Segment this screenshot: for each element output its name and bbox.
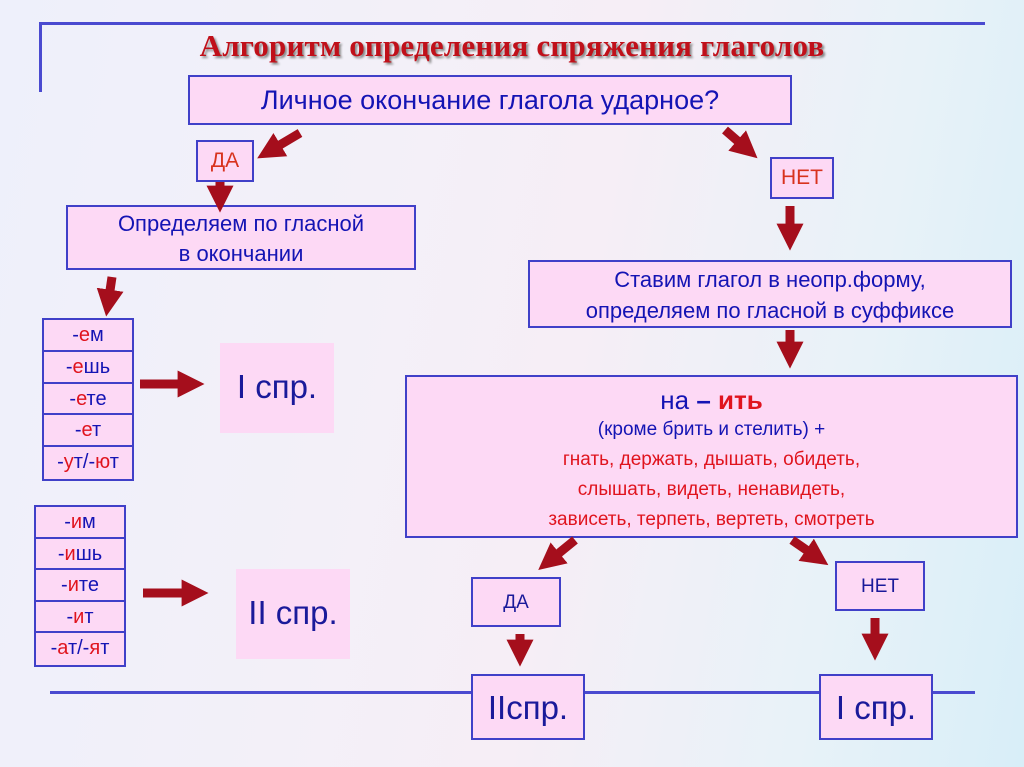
rule-yes-label: ДА <box>503 592 529 613</box>
ending-part: м <box>90 324 104 346</box>
rule-no-result: I спр. <box>835 689 917 726</box>
ending-part: - <box>50 637 58 660</box>
ending-part: - <box>74 419 82 442</box>
rule-no-label: НЕТ <box>861 576 899 597</box>
first-conjugation-ending-row: -ут/-ют <box>44 447 132 479</box>
ending-vowel: а <box>57 637 68 660</box>
second-conjugation-ending-row: -ите <box>36 570 124 602</box>
arrow-rule-to-yes <box>538 536 578 570</box>
arrow-question-to-no <box>722 126 758 159</box>
ending-part: - <box>64 511 71 533</box>
second-conjugation-label: II спр. <box>248 594 338 631</box>
instruction-line-2: в окончании <box>178 241 304 266</box>
rule-yes-result: IIспр. <box>487 689 569 726</box>
ending-part: - <box>57 451 64 474</box>
ending-part: - <box>69 387 77 410</box>
infinitive-instruction-box: Ставим глагол в неопр.форму, определяем … <box>528 260 1012 328</box>
ending-part: т <box>84 605 94 628</box>
ending-part: шь <box>83 355 111 378</box>
first-conjugation-endings-table: -ем-ешь-ете-ет-ут/-ют <box>42 318 134 481</box>
right-no-label: НЕТ <box>781 166 823 189</box>
vowel-ending-instruction-box: Определяем по гласной в окончании <box>66 205 416 270</box>
ending-part: м <box>82 511 96 533</box>
rule-suffix: ить <box>718 385 763 415</box>
second-conjugation-endings-table: -им-ишь-ите-ит-ат/-ят <box>34 505 126 667</box>
ending-part: - <box>66 605 74 628</box>
ending-vowel: е <box>76 387 87 410</box>
arrow-rule-to-no <box>789 536 829 566</box>
rule-heading: на – ить <box>407 385 1016 415</box>
ending-vowel: у <box>63 451 74 474</box>
ending-vowel: я <box>89 637 101 660</box>
instruction-line-1: Определяем по гласной <box>117 211 365 236</box>
first-conjugation-label: I спр. <box>236 368 318 405</box>
ending-part: те <box>86 387 107 410</box>
second-conjugation-ending-row: -ишь <box>36 539 124 571</box>
suffix-rule-box: на – ить (кроме брить и стелить) + гнать… <box>405 375 1018 538</box>
ending-part: т <box>91 419 102 442</box>
first-conjugation-ending-row: -ем <box>44 320 132 352</box>
ending-part: шь <box>75 542 103 565</box>
rule-exception: (кроме брить и стелить) + <box>597 419 826 440</box>
left-yes-box: ДА <box>196 140 254 182</box>
rule-yes-result-box: IIспр. <box>471 674 585 740</box>
frame-left-line <box>39 22 42 92</box>
ending-vowel: е <box>78 324 91 346</box>
arrow-instruction-to-endings <box>96 276 124 317</box>
frame-top-line <box>40 22 985 25</box>
ending-vowel: ю <box>95 451 110 474</box>
ending-vowel: е <box>81 419 92 442</box>
first-conjugation-ending-row: -ешь <box>44 352 132 384</box>
arrow-question-to-yes <box>257 129 303 159</box>
ending-part: те <box>78 574 99 597</box>
rule-extra-line-2: слышать, видеть, ненавидеть, <box>577 479 846 500</box>
rule-no-result-box: I спр. <box>819 674 933 740</box>
rule-prefix: на <box>660 385 690 415</box>
ending-part: т <box>100 637 110 660</box>
page-title: Алгоритм определения спряжения глаголов <box>199 28 825 63</box>
rule-no-box: НЕТ <box>835 561 925 611</box>
second-conjugation-result: II спр. <box>236 569 350 659</box>
ending-vowel: е <box>72 355 84 378</box>
first-conjugation-result: I спр. <box>220 343 334 433</box>
ending-part: т <box>109 451 119 474</box>
first-conjugation-ending-row: -ете <box>44 384 132 416</box>
first-conjugation-ending-row: -ет <box>44 415 132 448</box>
question-box: Личное окончание глагола ударное? <box>188 75 792 125</box>
ending-part: - <box>65 355 73 378</box>
ending-part: - <box>57 542 65 565</box>
rule-extra-line-3: зависеть, терпеть, вертеть, смотреть <box>548 509 875 530</box>
right-no-box: НЕТ <box>770 157 834 199</box>
ending-part: т/- <box>67 637 90 660</box>
second-conjugation-ending-row: -ит <box>36 602 124 634</box>
rule-yes-box: ДА <box>471 577 561 627</box>
ending-part: - <box>72 324 79 346</box>
question-text: Личное окончание глагола ударное? <box>260 85 720 115</box>
ending-part: т/- <box>73 451 96 474</box>
second-conjugation-ending-row: -им <box>36 507 124 539</box>
left-yes-label: ДА <box>210 149 240 172</box>
infinitive-line-2: определяем по гласной в суффиксе <box>585 298 955 323</box>
ending-vowel: и <box>64 542 76 565</box>
rule-extra-line-1: гнать, держать, дышать, обидеть, <box>562 449 861 470</box>
ending-part: - <box>61 574 68 597</box>
infinitive-line-1: Ставим глагол в неопр.форму, <box>614 267 926 292</box>
rule-dash: – <box>696 385 711 415</box>
ending-vowel: и <box>73 605 85 628</box>
second-conjugation-ending-row: -ат/-ят <box>36 633 124 665</box>
ending-vowel: и <box>67 574 79 597</box>
ending-vowel: и <box>70 511 83 533</box>
